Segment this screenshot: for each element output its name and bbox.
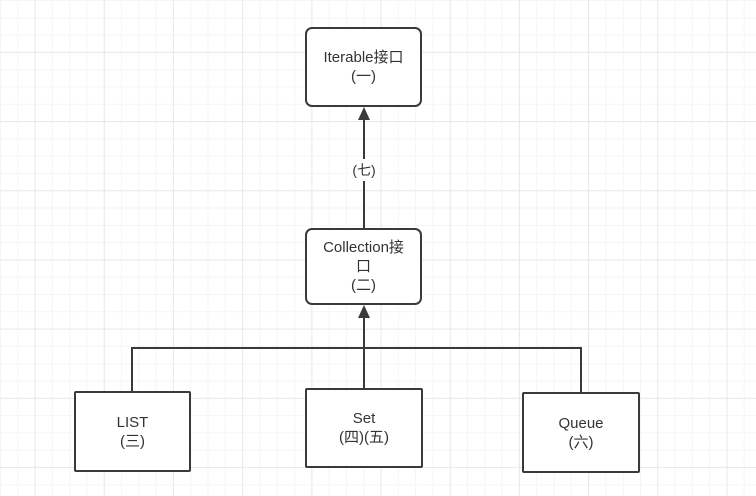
- node-iterable[interactable]: Iterable接口 (一): [305, 27, 422, 107]
- node-queue[interactable]: Queue (六): [522, 392, 640, 473]
- node-set-title: Set: [352, 410, 376, 427]
- node-iterable-number: (一): [351, 68, 376, 85]
- node-queue-title: Queue: [558, 414, 604, 432]
- edge-label-seven[interactable]: (七): [349, 159, 379, 181]
- node-queue-number: (六): [568, 433, 594, 451]
- edge-drop-list[interactable]: [131, 347, 133, 391]
- node-set[interactable]: Set (四)(五): [305, 388, 423, 468]
- node-collection-title-line2: 口: [355, 258, 371, 275]
- node-collection[interactable]: Collection接 口 (二): [305, 228, 422, 305]
- node-list-number: (三): [120, 432, 145, 450]
- edge-trunk-set-to-collection[interactable]: [363, 316, 365, 388]
- node-list-title: LIST: [116, 413, 149, 431]
- edge-drop-queue[interactable]: [580, 347, 582, 392]
- node-iterable-title: Iterable接口: [323, 49, 404, 66]
- edge-bus-horizontal[interactable]: [131, 347, 581, 349]
- node-list[interactable]: LIST (三): [74, 391, 191, 472]
- node-collection-number: (二): [351, 277, 376, 294]
- arrowhead-up-collection: [358, 305, 370, 318]
- node-set-number: (四)(五): [339, 429, 389, 446]
- node-collection-title-line1: Collection接: [323, 239, 404, 256]
- arrowhead-up-iterable: [358, 107, 370, 120]
